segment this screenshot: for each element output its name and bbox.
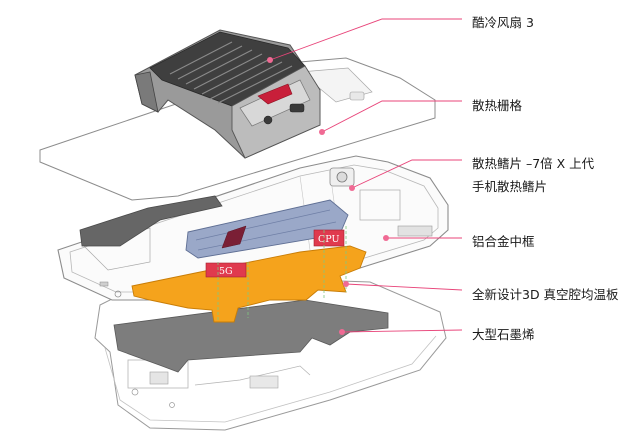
graphite-sheet — [113, 299, 389, 373]
callout-dots — [267, 57, 389, 335]
callout-label-frame: 铝合金中框 — [472, 234, 535, 249]
callout-lines — [269, 18, 463, 333]
cpu-chip: CPU — [313, 229, 345, 247]
modem-chip: 5G — [205, 262, 247, 278]
heat-fins — [185, 199, 349, 259]
callout-label-grille: 散热栅格 — [472, 98, 523, 113]
callout-line-fan — [269, 18, 462, 61]
callout-label-vapor-chamber: 全新设计3D 真空腔均温板 — [472, 287, 619, 302]
callout-label-fan: 酷冷风扇 3 — [472, 15, 534, 30]
modem-chip-label: 5G — [219, 266, 233, 277]
cpu-chip-label: CPU — [318, 234, 340, 245]
callout-label-fins-line1: 散热鳍片 –7倍 X 上代 — [472, 156, 595, 171]
bracket — [79, 195, 223, 247]
callout-line-fins — [351, 159, 462, 189]
callout-label-fins-line2: 手机散热鳍片 — [472, 179, 548, 194]
callout-line-grille — [321, 100, 462, 133]
callout-line-vc — [345, 283, 463, 291]
cooling-fan — [134, 29, 321, 159]
vapor-chamber — [131, 245, 367, 323]
callout-label-graphite: 大型石墨烯 — [472, 327, 535, 342]
callout-line-graphite — [341, 329, 463, 333]
